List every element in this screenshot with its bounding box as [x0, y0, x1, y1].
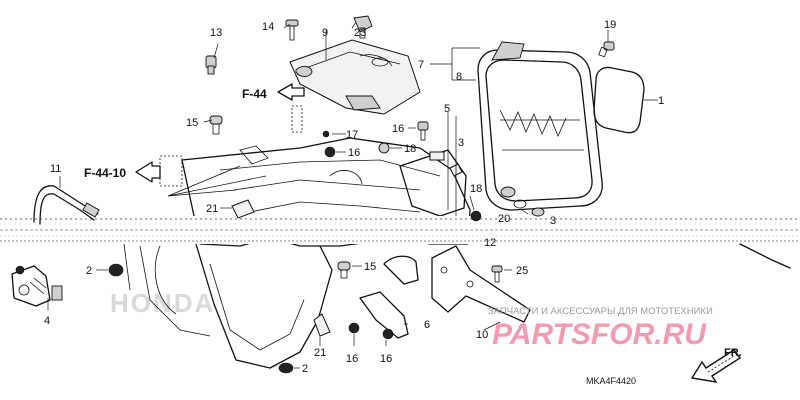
- callout-16-upper: 16: [348, 147, 360, 159]
- callout-1: 1: [658, 95, 664, 107]
- callout-3-lower: 3: [550, 215, 556, 227]
- grommet-18-upper: [378, 142, 390, 154]
- callout-4: 4: [44, 315, 50, 327]
- guide-plate: [359, 291, 409, 339]
- callout-16-right: 16: [392, 123, 404, 135]
- watermark-tagline: ЗАПЧАСТИ И АКСЕССУАРЫ ДЛЯ МОТОТЕХНИКИ: [488, 306, 713, 317]
- callout-20: 20: [498, 213, 510, 225]
- air-box-housing: [123, 137, 471, 369]
- callout-16-lower-b: 16: [380, 353, 392, 365]
- callout-7: 7: [418, 59, 424, 71]
- scan-seam: [0, 216, 800, 244]
- bolt-14: [285, 19, 299, 41]
- callout-16-lower-a: 16: [346, 353, 358, 365]
- front-direction-arrow: FR.: [690, 347, 742, 383]
- callout-9: 9: [322, 27, 328, 39]
- callout-12: 12: [484, 237, 496, 249]
- callout-14: 14: [262, 21, 274, 33]
- callout-17: 17: [346, 129, 358, 141]
- callout-23: 23: [354, 27, 366, 39]
- callout-18-right: 18: [470, 183, 482, 195]
- bolt-16-lower-b: [382, 328, 394, 340]
- callout-10: 10: [476, 329, 488, 341]
- callout-3-upper: 3: [458, 137, 464, 149]
- callout-18-upper: 18: [404, 143, 416, 155]
- ref-label-f44: F-44: [242, 87, 267, 101]
- breather-tube: [33, 185, 100, 225]
- callout-21-left: 21: [206, 203, 218, 215]
- callout-25: 25: [516, 265, 528, 277]
- callout-2-left: 2: [86, 265, 92, 277]
- callout-21-lower: 21: [314, 347, 326, 359]
- bolt-15-upper: [209, 115, 223, 135]
- callout-19: 19: [604, 19, 616, 31]
- bolt-2-left: [108, 263, 124, 277]
- callout-11: 11: [50, 163, 61, 175]
- ref-arrow-f4410: [135, 155, 183, 187]
- ref-label-f4410: F-44-10: [84, 166, 126, 180]
- pin-21-lower: [313, 313, 331, 337]
- clip-assembly: [11, 265, 63, 307]
- watermark-brand: PARTSFOR.RU: [492, 318, 707, 351]
- bolt-25: [491, 265, 503, 283]
- bolt-23: [353, 15, 373, 39]
- ref-arrow-f44: [277, 83, 305, 133]
- collar-20: [500, 186, 545, 217]
- bolt-19: [598, 41, 615, 58]
- callout-15-lower: 15: [364, 261, 376, 273]
- callout-5: 5: [444, 103, 450, 115]
- callout-13: 13: [210, 27, 222, 39]
- callout-6: 6: [424, 319, 430, 331]
- front-direction-label: FR.: [724, 347, 742, 359]
- air-cleaner-element: [477, 41, 603, 211]
- screw-17: [322, 130, 330, 138]
- bracket: [383, 245, 531, 323]
- callout-15-upper: 15: [186, 117, 198, 129]
- cable-right: [739, 243, 791, 269]
- bolt-16-lower-a: [348, 322, 360, 334]
- bolt-2-lower: [278, 362, 294, 374]
- air-cleaner-cover: [289, 39, 421, 115]
- watermark-maker: HONDA: [110, 288, 215, 318]
- bolt-15-lower: [337, 261, 351, 279]
- callout-labels: 13 14 9 23 19 7 8 1 15 17 16 16 18 5 3 1…: [44, 19, 664, 375]
- pin-21-left: [231, 199, 255, 219]
- bolt-18-right: [470, 210, 482, 222]
- seal-ring: [593, 66, 645, 134]
- tab-5: [429, 151, 445, 161]
- callout-8: 8: [456, 71, 462, 83]
- bolt-13: [205, 55, 217, 75]
- callout-2-lower: 2: [302, 363, 308, 375]
- diagram-code: MKA4F4420: [586, 376, 636, 386]
- bolt-16-right: [417, 121, 429, 141]
- bolt-16-upper: [324, 146, 336, 158]
- leader-lines: [47, 21, 658, 369]
